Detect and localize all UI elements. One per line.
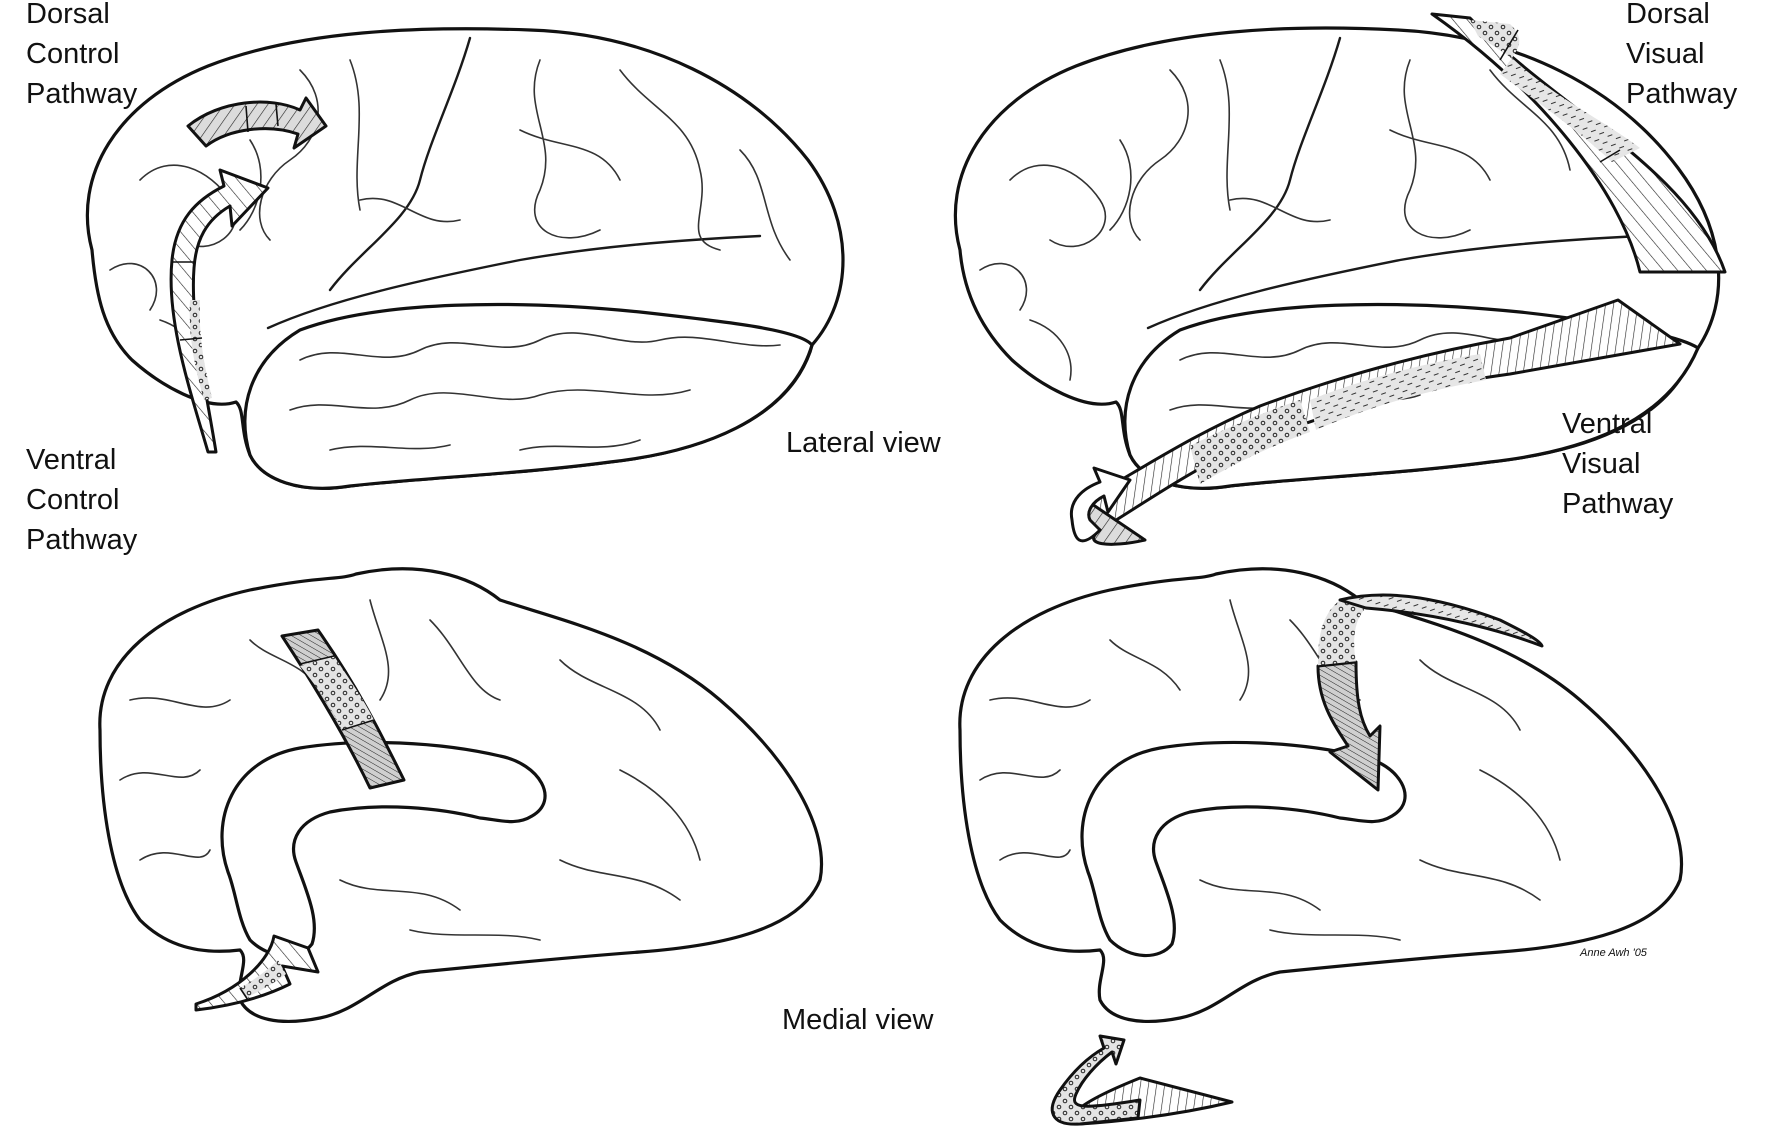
medial-dorsal-visual-arrow [1316, 593, 1544, 792]
dorsal-control-label-line-1: Dorsal [26, 0, 110, 30]
dorsal-visual-label-line-2: Visual [1626, 38, 1705, 70]
medial-brain-right-corpus-callosum [1080, 740, 1407, 958]
medial-ventral-control-arrow [194, 934, 320, 1012]
dorsal-visual-label-line-1: Dorsal [1626, 0, 1710, 30]
medial-brain-left-sulci [119, 599, 701, 941]
lateral-brain-left-temporal-lobe [243, 302, 814, 490]
ventral-visual-pathway-label: Ventral Visual Pathway [1562, 404, 1673, 524]
lateral-brain-right-central-sulcus [1198, 36, 1342, 292]
medial-dorsal-control-band [280, 628, 406, 790]
medial-brain-right [958, 567, 1683, 1024]
lateral-brain-left-sylvian-fissure [266, 234, 762, 330]
lateral-brain-right-sylvian-fissure [1146, 234, 1642, 330]
medial-ventral-visual-arrow [1050, 1034, 1234, 1126]
medial-brain-left [98, 567, 823, 1024]
lateral-brain-left [85, 27, 845, 490]
dorsal-control-label-line-3: Pathway [26, 78, 138, 110]
ventral-control-label-line-3: Pathway [26, 524, 138, 556]
medial-view-label: Medial view [782, 1004, 934, 1036]
ventral-control-label-line-2: Control [26, 484, 120, 516]
ventral-visual-pathway-arrow [1069, 298, 1682, 546]
lateral-brain-left-central-sulcus [328, 36, 472, 292]
ventral-visual-label-line-3: Pathway [1562, 488, 1674, 520]
dorsal-control-pathway-label: Dorsal Control Pathway [26, 0, 137, 114]
artist-signature: Anne Awh '05 [1580, 947, 1647, 959]
lateral-view-label: Lateral view [786, 427, 941, 459]
dorsal-visual-label-line-3: Pathway [1626, 78, 1738, 110]
dorsal-control-label-line-2: Control [26, 38, 120, 70]
ventral-control-pathway-label: Ventral Control Pathway [26, 440, 137, 560]
dorsal-visual-pathway-label: Dorsal Visual Pathway [1626, 0, 1737, 114]
ventral-visual-label-line-1: Ventral [1562, 408, 1653, 440]
ventral-control-pathway-arrow [169, 168, 270, 454]
dorsal-control-pathway-arrow [186, 96, 328, 150]
ventral-visual-label-line-2: Visual [1562, 448, 1641, 480]
dorsal-visual-pathway-band [1430, 12, 1727, 274]
ventral-control-label-line-1: Ventral [26, 444, 117, 476]
